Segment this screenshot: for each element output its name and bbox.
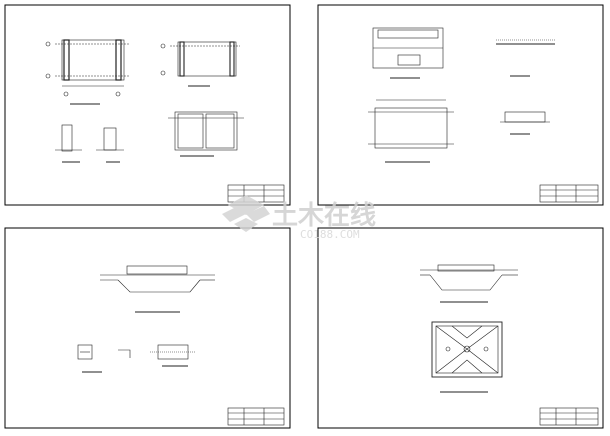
sheet-2-frame [317,4,604,206]
sheet-2-section-2 [500,111,550,135]
watermark-logo-icon [222,195,270,232]
sheet-3 [4,227,291,429]
sheet-4-deck-pattern [431,321,503,393]
sheet-2-plan [372,27,444,79]
sheet-3-frame [4,227,291,429]
sheet-3-details [77,344,196,373]
sheet-4-frame [317,227,604,429]
sheet-2-lintel-plan [368,99,454,163]
sheet-1-foundation-plan [45,39,130,105]
sheet-3-bridge-elevation [100,265,215,313]
sheet-2 [317,4,604,206]
sheet-2-title-block [539,184,599,203]
sheet-1-frame [4,4,291,206]
watermark: 土木在线 CO188.COM [222,195,376,241]
sheet-1-elevation [168,111,244,157]
sheet-1-section-details [55,124,124,163]
sheet-2-section-1 [496,39,555,77]
sheet-3-title-block [227,407,285,426]
watermark-text: 土木在线 [272,201,376,231]
sheet-1-title-block [227,184,285,203]
sheet-1-roof-plan [160,41,240,87]
sheet-4-bridge-elevation [420,264,518,303]
sheet-1 [4,4,291,206]
sheet-4-title-block [539,407,599,426]
sheet-4 [317,227,604,429]
watermark-subtext: CO188.COM [300,228,360,241]
